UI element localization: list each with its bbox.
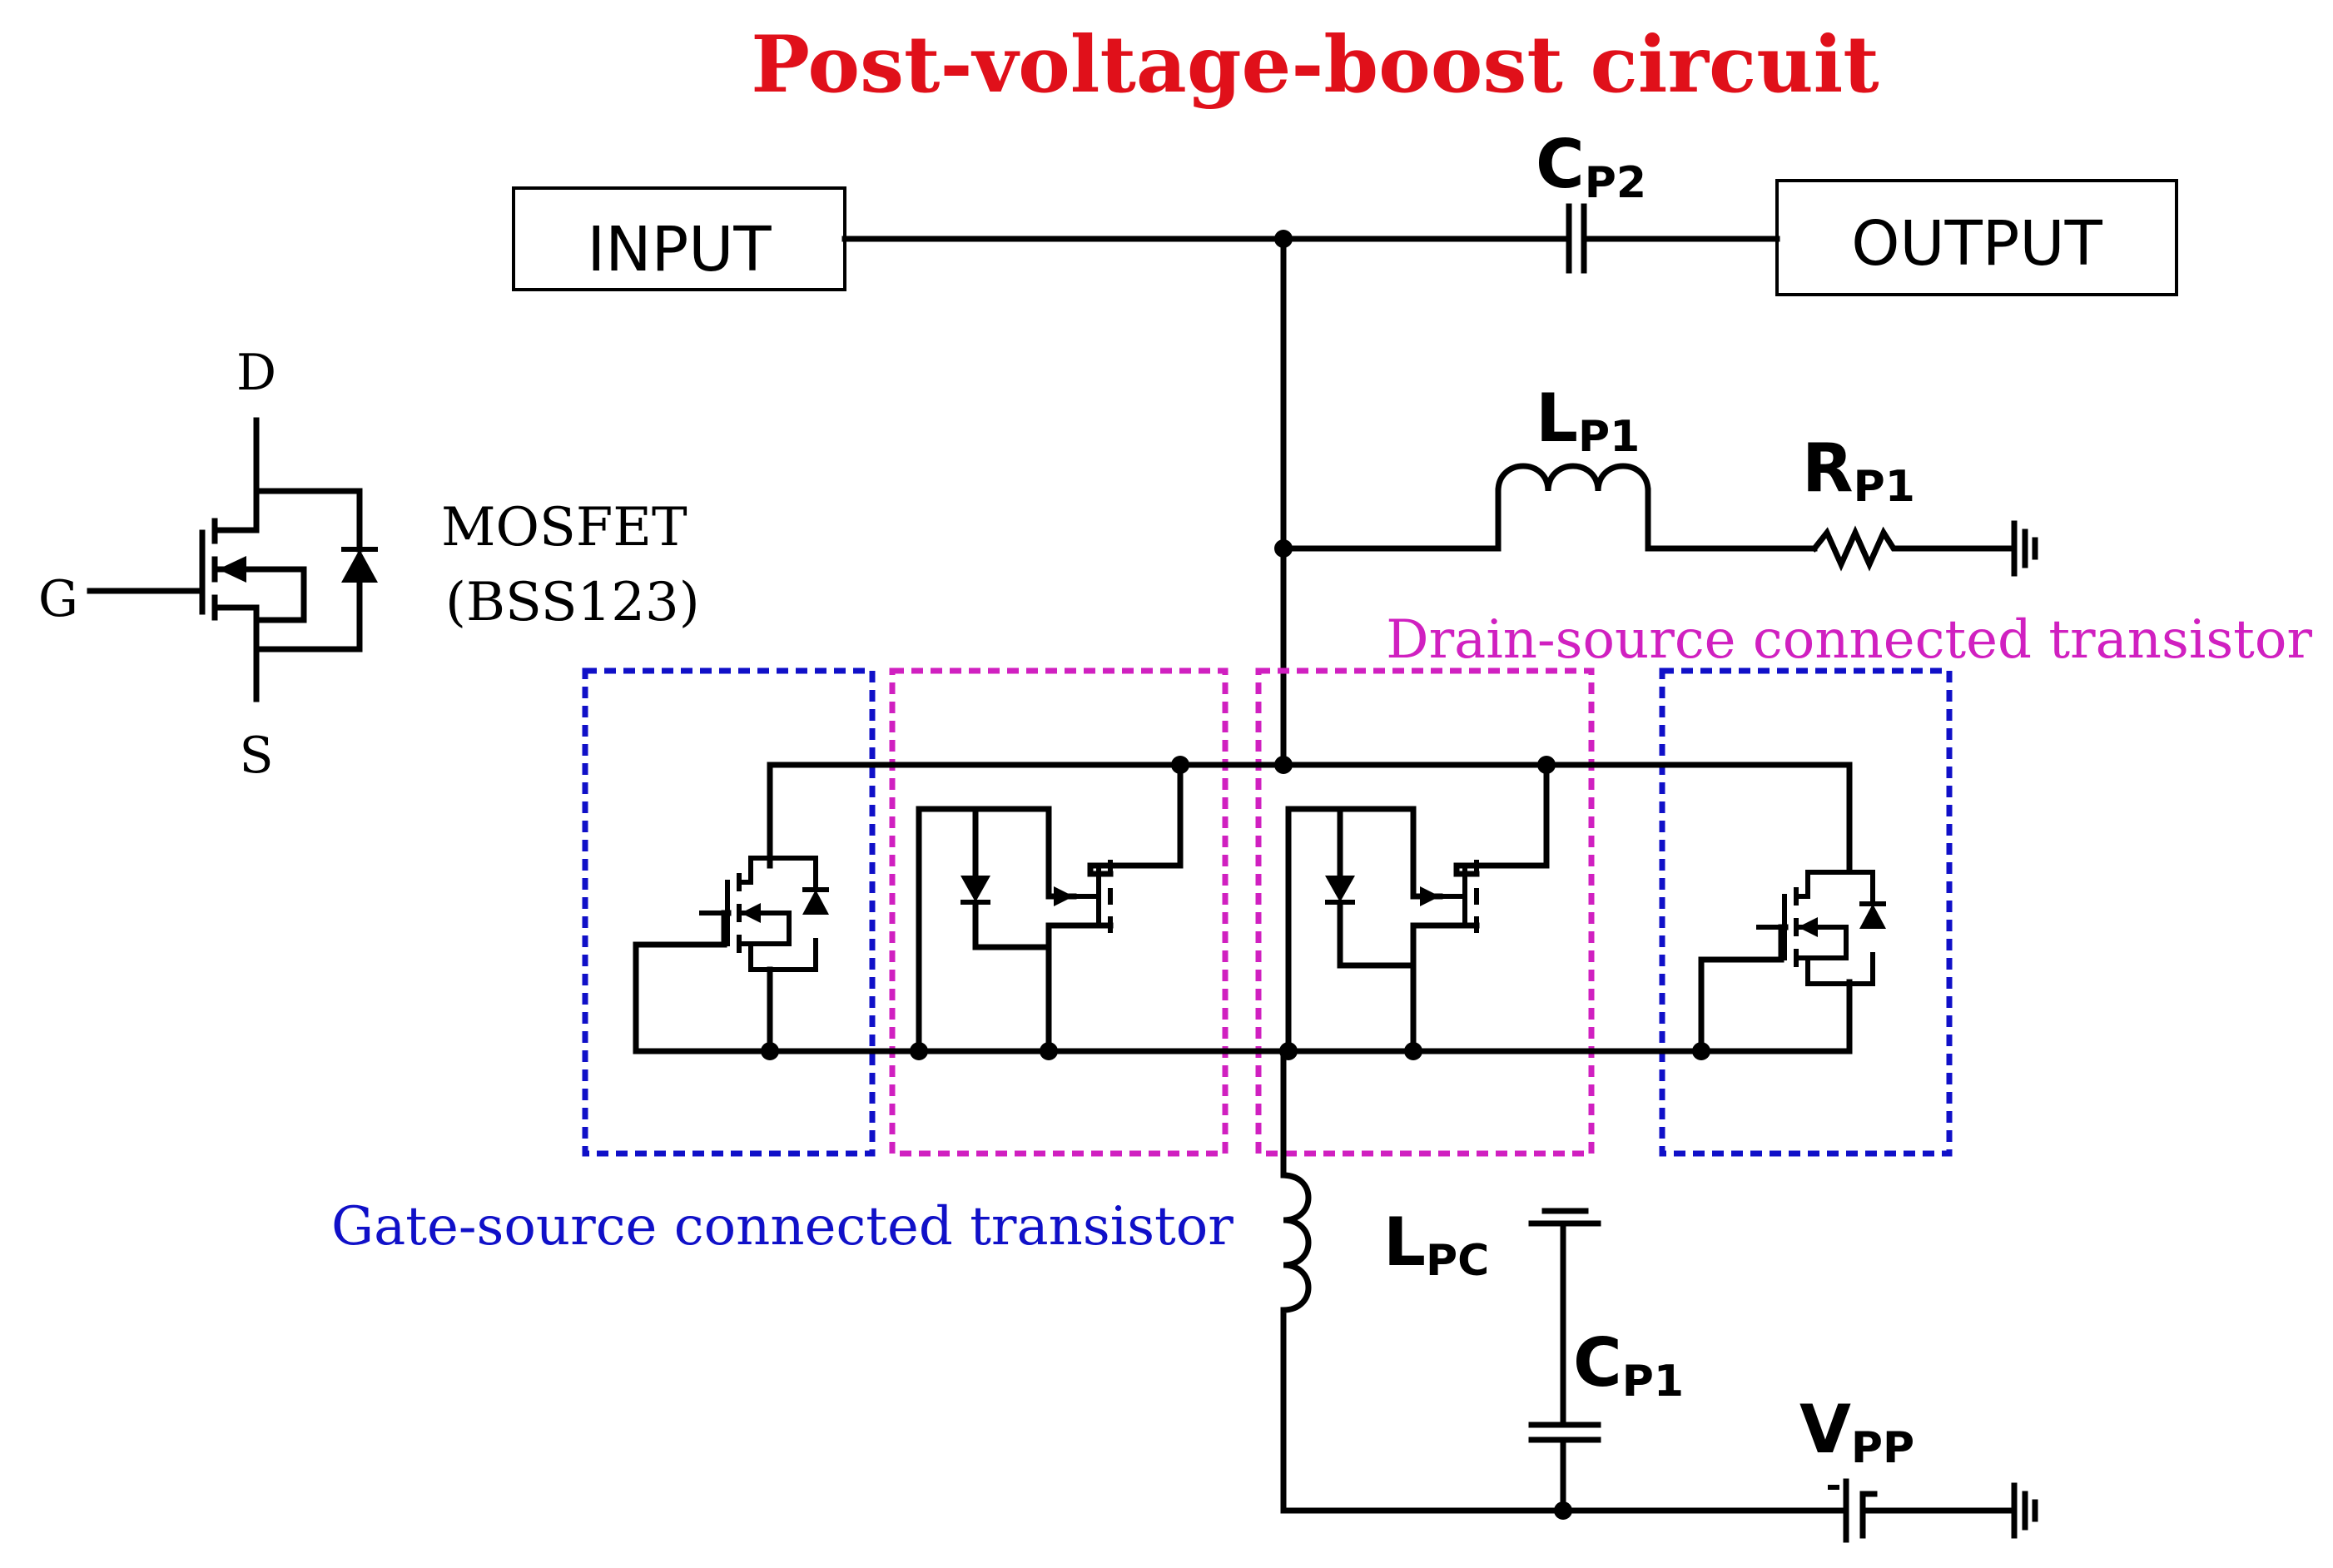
legend-drain-label: D [236,344,276,402]
cp2-label: CP2 [1536,126,1646,208]
lp1-label: LP1 [1536,380,1640,462]
gate-source-annotation: Gate-source connected transistor [331,1196,1234,1258]
legend-gate-label: G [38,570,78,628]
output-block [1775,179,2178,296]
resistor-icon [1810,525,2018,572]
gate-source-box-left [582,667,876,1157]
lpc-inductor-icon [1280,1172,1849,1514]
gate-source-box-right [1659,667,1953,1157]
ds-transistor-right [1285,762,1550,1054]
battery-icon [1828,1478,2018,1543]
lpc-label: LPC [1383,1203,1489,1286]
output-label: OUTPUT [1851,208,2102,280]
cp1-label: CP1 [1573,1324,1684,1407]
ground-icon [2014,523,2035,573]
diagram-title: Post-voltage-boost circuit [751,19,1879,111]
ds-transistor-left [916,762,1184,1054]
legend-source-label: S [239,727,273,785]
legend-mosfet-part: (BSS123) [445,572,700,633]
drain-source-annotation: Drain-source connected transistor [1386,609,2312,671]
input-label: INPUT [587,214,772,285]
ground-icon [2014,1486,2035,1536]
vpp-label: VPP [1799,1391,1914,1473]
drain-source-box-right [1255,667,1595,1157]
mosfet-legend: D G S MOSFET (BSS123) [38,344,700,785]
input-block [512,186,846,291]
gs-transistor-left [633,762,829,1054]
inductor-icon [1495,463,1818,552]
legend-mosfet-name: MOSFET [441,497,687,558]
body-diode-icon [341,549,378,583]
cp1-capacitor-icon [1528,1208,1601,1514]
drain-source-box-left [889,667,1229,1157]
rp1-label: RP1 [1802,429,1915,512]
gs-transistor-right [1698,762,1886,1054]
